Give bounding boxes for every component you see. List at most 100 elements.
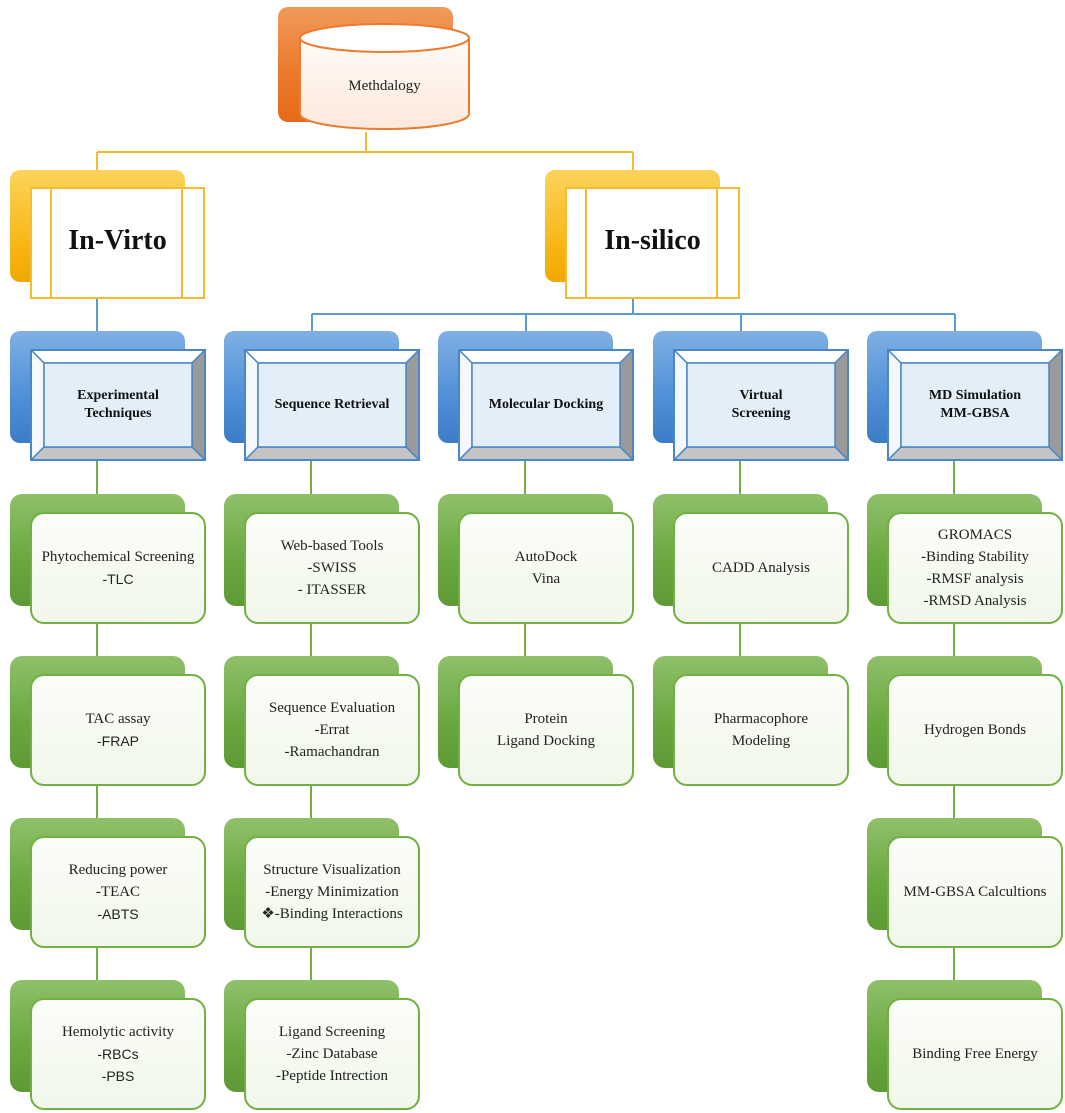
leaf-line: GROMACS [937,527,1013,543]
leaf-line: Modeling [731,733,791,749]
bevel-facet [244,349,420,364]
leaf-box: Reducing power -TEAC -ABTS [30,836,206,948]
leaf-text-block: TAC assay -FRAP [32,676,204,784]
leaf-text-block: Ligand Screening -Zinc Database -Peptide I… [246,1000,418,1108]
bevel-face [686,362,836,448]
leaf-text-block: Phytochemical Screening -TLC [32,514,204,622]
leaf-line: -RMSF analysis [926,571,1024,587]
bevel-frame [887,349,1063,461]
bevel-facet [405,349,420,461]
leaf-line: Sequence Evaluation [268,700,396,716]
leaf-line: Hydrogen Bonds [923,722,1027,738]
leaf-text-block: GROMACS -Binding Stability -RMSF analysis -… [889,514,1061,622]
leaf-line: Ligand Screening [278,1024,386,1040]
category-label: In-silico [604,225,701,256]
leaf-line: TAC assay [85,711,151,727]
bevel-frame [30,349,206,461]
leaf-line: -FRAP [97,733,139,749]
leaf-line: -Errat [314,722,350,738]
bevel-outline [458,349,634,461]
leaf-line: -TLC [102,571,134,587]
leaf-box: Hemolytic activity-RBCs-PBS [30,998,206,1110]
bevel-facet [30,446,206,461]
leaf-line: -PBS [101,1068,135,1084]
section-label: Virtual Screening [731,388,791,421]
leaf-text-block: Reducing power -TEAC -ABTS [32,838,204,946]
root-label: Methdalogy [348,78,421,94]
bevel-frame [673,349,849,461]
leaf-line: - ITASSER [297,582,367,598]
bevel-facet [30,349,45,461]
leaf-box: CADD Analysis [673,512,849,624]
leaf-box: Web-based Tools-SWISS- ITASSER [244,512,420,624]
bevel-facet [887,349,1063,364]
bevel-facet [673,349,849,364]
leaf-line: -Binding Stability [921,549,1029,565]
section-label: Sequence Retrieval [274,397,390,412]
bevel-facet [619,349,634,461]
leaf-line: -TEAC [95,884,141,900]
bevel-outline [673,349,849,461]
leaf-box: Hydrogen Bonds [887,674,1063,786]
category-label: In-Virto [68,225,167,256]
category-inner-frame [585,189,718,297]
bevel-facet [191,349,206,461]
bevel-facet [244,446,420,461]
bevel-outline [887,349,1063,461]
cylinder-shape [299,23,470,130]
leaf-line: -Zinc Database [286,1046,378,1062]
category-frame: In-Virto [30,187,205,299]
leaf-box: Binding Free Energy [887,998,1063,1110]
leaf-line: Binding Free Energy [912,1046,1038,1062]
bevel-face [43,362,193,448]
section-label: Experimental Techniques [77,388,159,421]
bevel-facet [673,349,688,461]
leaf-line: -Energy Minimization [265,884,399,900]
leaf-line: Pharmacophore [713,711,809,727]
leaf-text-block: Binding Free Energy [889,1000,1061,1108]
bevel-outline [30,349,206,461]
leaf-box: Phytochemical Screening -TLC [30,512,206,624]
leaf-text-block: Sequence Evaluation -Errat -Ramachandran [246,676,418,784]
bevel-frame [458,349,634,461]
leaf-text-block: Hemolytic activity-RBCs-PBS [32,1000,204,1108]
leaf-line: -ABTS [97,906,139,922]
leaf-line: -Ramachandran [284,744,380,760]
category-frame: In-silico [565,187,740,299]
bevel-facet [244,349,259,461]
section-label: Molecular Docking [488,397,604,412]
leaf-box: MM-GBSA Calcultions [887,836,1063,948]
leaf-line: -Peptide Intrection [275,1068,389,1084]
leaf-box: Structure Visualization -Energy Minimizat… [244,836,420,948]
section-label: MD Simulation MM-GBSA [928,388,1022,421]
leaf-line: AutoDock [514,549,578,565]
bevel-facet [673,446,849,461]
bevel-facet [887,349,902,461]
bevel-facet [458,446,634,461]
bevel-face [471,362,621,448]
leaf-line: Web-based Tools [280,538,384,554]
bevel-facet [887,446,1063,461]
leaf-line: -RBCs [97,1046,139,1062]
category-inner-frame [50,189,183,297]
leaf-text-block: CADD Analysis [675,514,847,622]
leaf-line: Ligand Docking [497,733,595,749]
leaf-line: Structure Visualization [263,862,401,878]
leaf-line: Vina [531,571,561,587]
leaf-line: Phytochemical Screening [41,549,195,565]
leaf-line: -RMSD Analysis [923,593,1027,609]
leaf-text-block: Web-based Tools-SWISS- ITASSER [246,514,418,622]
leaf-line: CADD Analysis [712,560,810,576]
leaf-box: Ligand Screening -Zinc Database -Peptide I… [244,998,420,1110]
leaf-line: Reducing power [68,862,168,878]
bevel-facet [458,349,634,364]
bevel-facet [458,349,473,461]
leaf-line: ❖-Binding Interactions [261,906,403,922]
